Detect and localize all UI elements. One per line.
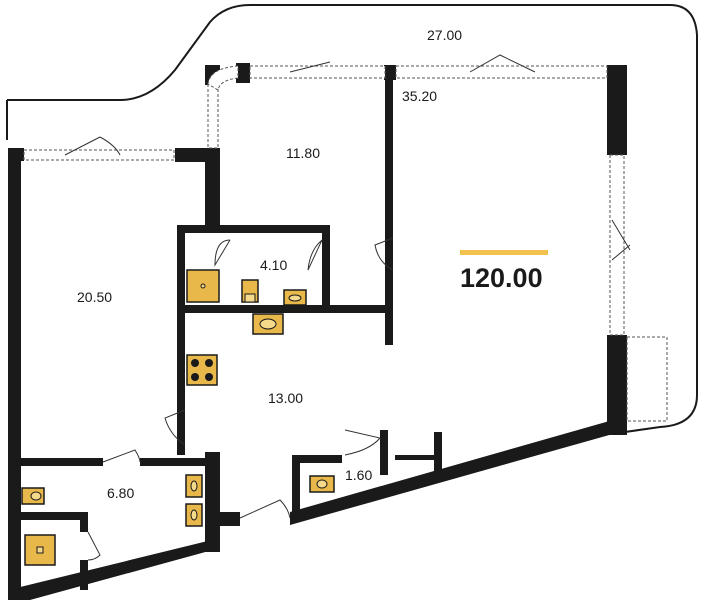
total-area-accent-bar <box>460 250 548 255</box>
doors <box>64 54 631 561</box>
room-area-bedroom-left: 20.50 <box>77 289 112 305</box>
room-area-bedroom-top: 11.80 <box>286 145 320 161</box>
room-area-living: 35.20 <box>402 88 437 104</box>
room-area-wc: 1.60 <box>345 467 372 483</box>
windows <box>23 65 668 422</box>
terrace-outline <box>6 4 698 433</box>
room-area-hall: 13.00 <box>268 390 303 406</box>
total-area: 120.00 <box>460 263 543 293</box>
room-area-terrace: 27.00 <box>427 27 462 43</box>
room-area-bathroom-top: 4.10 <box>260 257 287 273</box>
walls <box>8 63 627 600</box>
stove-icon <box>186 354 218 386</box>
fixtures <box>21 269 335 566</box>
room-area-bathroom-bottom: 6.80 <box>107 485 134 501</box>
